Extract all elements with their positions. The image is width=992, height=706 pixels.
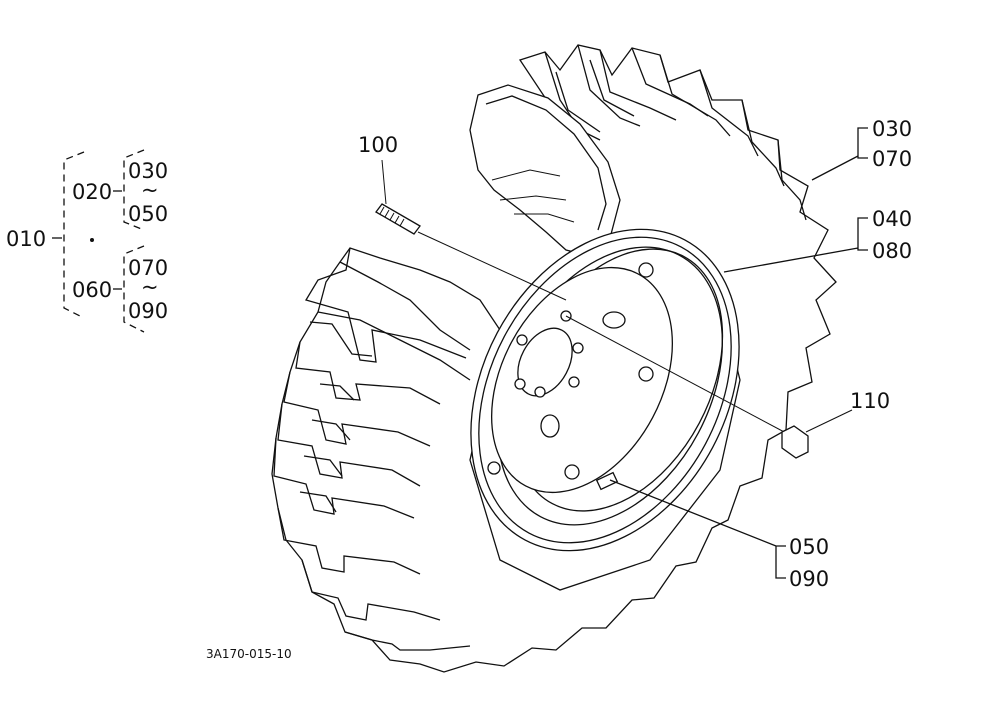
- tree-group-b-label: 060: [72, 278, 112, 302]
- tree-group-a-range: ~: [141, 178, 159, 202]
- tree-group-b-from: 070: [128, 256, 168, 280]
- tree-group-b-to: 090: [128, 299, 168, 323]
- hub-hole: [517, 327, 573, 397]
- part-tree: 010 020 030 ~ 050 060 070 ~ 090: [6, 149, 168, 333]
- valve-callout-a: 050: [789, 535, 829, 559]
- valve-callout: 050 090: [609, 479, 829, 591]
- stud-threads: [379, 206, 405, 227]
- tree-root-bracket: [63, 151, 85, 319]
- rim-callout: 040 080: [723, 207, 912, 273]
- rim-bolts: [487, 262, 654, 480]
- nut-body: [781, 425, 809, 459]
- stud-callout: 100: [358, 133, 398, 157]
- tree-dot: [90, 238, 94, 242]
- nut-callout: 110: [850, 389, 890, 413]
- tree-group-a-to: 050: [128, 202, 168, 226]
- stud-part: 100: [358, 133, 567, 301]
- tire-inner-bead-rim: [485, 95, 607, 231]
- wheel-assembly: [470, 228, 740, 552]
- stud-callout-line: [381, 159, 387, 205]
- tire-callout-bracket: [811, 127, 868, 181]
- tire-inner-lines: [491, 169, 575, 223]
- nut-leader: [565, 315, 789, 435]
- tire-illustration: [271, 44, 837, 673]
- tree-group-a-label: 020: [72, 180, 112, 204]
- tire-callout-a: 030: [872, 117, 912, 141]
- tree-group-b-range: ~: [141, 275, 159, 299]
- valve-callout-bracket: [609, 479, 786, 579]
- valve-slot: [595, 471, 619, 491]
- stud-leader: [417, 231, 567, 301]
- rim-callout-b: 080: [872, 239, 912, 263]
- valve-callout-b: 090: [789, 567, 829, 591]
- drawing-code: 3A170-015-10: [206, 647, 292, 661]
- rim-outer-lip: [478, 236, 732, 544]
- rim-callout-a: 040: [872, 207, 912, 231]
- tree-root-label: 010: [6, 227, 46, 251]
- tree-group-a-from: 030: [128, 159, 168, 183]
- stud-body: [375, 203, 421, 235]
- tire-callout: 030 070: [811, 117, 912, 181]
- tree-group-b-bracket: [123, 245, 145, 333]
- hub-bolt-holes: [514, 310, 584, 398]
- rim-callout-bracket: [723, 217, 868, 273]
- tree-group-a-bracket: [123, 149, 145, 231]
- nut-part: 110: [565, 315, 890, 459]
- disc-bosses: [540, 311, 626, 438]
- nut-callout-line: [805, 409, 853, 433]
- tire-callout-b: 070: [872, 147, 912, 171]
- tire-left-lugs: [273, 247, 471, 651]
- wheel-disc: [490, 266, 674, 494]
